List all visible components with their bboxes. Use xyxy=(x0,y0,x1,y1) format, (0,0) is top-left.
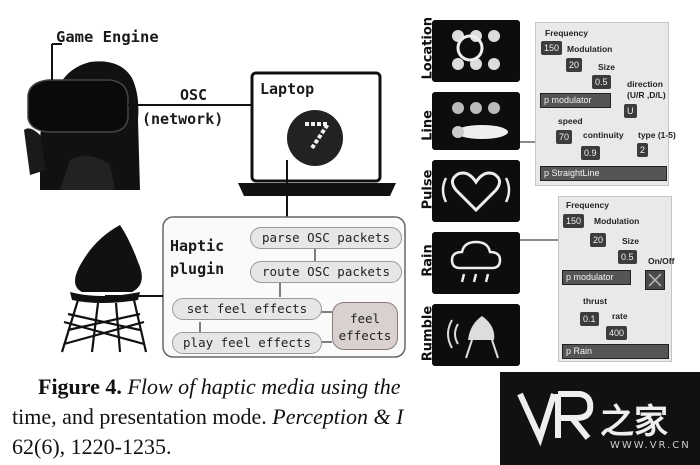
patch1-modulation-value[interactable]: 20 xyxy=(566,58,583,72)
patch1-direction-label: direction xyxy=(627,79,663,89)
haptic-plugin-title: Haptic plugin xyxy=(170,235,224,281)
patch2-rain-object: p Rain xyxy=(562,344,669,359)
pulse-mode-panel xyxy=(432,160,520,222)
figure-caption-line3: 62(6), 1220-1235. xyxy=(12,434,172,459)
patch2-thrust-label: thrust xyxy=(583,296,608,306)
patch2-rate-value[interactable]: 400 xyxy=(606,326,628,340)
patch1-straightline-object: p StraightLine xyxy=(540,166,667,181)
rumble-chair-icon xyxy=(447,316,499,359)
feel-effects-line1: feel xyxy=(349,311,381,326)
rain-mode-panel xyxy=(432,232,520,294)
haptic-plugin-title-line1: Haptic xyxy=(170,237,225,255)
patch2-frequency-label: Frequency xyxy=(566,200,609,210)
vr-user-illustration xyxy=(24,61,140,191)
figure-caption-line1: Figure 4. Flow of haptic media using the xyxy=(38,374,401,400)
patch2-size-label: Size xyxy=(622,236,640,246)
figure-caption-text1: Flow of haptic media using the xyxy=(127,374,401,399)
route-osc-step: route OSC packets xyxy=(250,261,402,283)
line-mode-panel xyxy=(432,92,520,150)
figure-caption-text2a: time, and presentation mode. xyxy=(12,404,267,429)
patch1-type-label: type (1-5) xyxy=(638,130,676,140)
figure-caption-text2b: Perception & I xyxy=(272,404,404,429)
watermark-brand: 之家 xyxy=(600,402,668,442)
patch2-size-value[interactable]: 0.5 xyxy=(618,250,637,264)
patch2-rate-label: rate xyxy=(612,311,628,321)
patch1-type-value[interactable]: 2 xyxy=(637,143,649,157)
heart-icon xyxy=(441,171,511,213)
set-feel-effects-step: set feel effects xyxy=(172,298,322,320)
osc-label: OSC xyxy=(180,86,208,104)
location-dots-icon xyxy=(452,30,500,70)
patch1-size-label: Size xyxy=(598,62,616,72)
patch1-frequency-label: Frequency xyxy=(545,28,588,38)
play-feel-effects-step: play feel effects xyxy=(172,332,322,354)
patch1-direction-value[interactable]: U xyxy=(624,104,637,118)
patch1-continuity-value[interactable]: 0.9 xyxy=(581,146,600,160)
patch1-speed-label: speed xyxy=(558,116,583,126)
laptop-label: Laptop xyxy=(260,80,315,98)
network-label: (network) xyxy=(142,110,224,128)
patch2-modulation-value[interactable]: 20 xyxy=(590,233,607,247)
figure-number: Figure 4. xyxy=(38,374,122,399)
vr-watermark: 之家 WWW.VR.CN xyxy=(500,372,700,465)
game-engine-label: Game Engine xyxy=(56,28,159,46)
patch2-thrust-value[interactable]: 0.1 xyxy=(580,312,599,326)
toggle-x-icon xyxy=(648,273,662,287)
patch2-onoff-toggle[interactable] xyxy=(645,270,665,290)
haptic-plugin-title-line2: plugin xyxy=(170,260,225,278)
patch1-continuity-label: continuity xyxy=(583,130,624,140)
line-dots-icon xyxy=(452,102,508,139)
rumble-mode-panel xyxy=(432,304,520,366)
parse-osc-step: parse OSC packets xyxy=(250,227,402,249)
vr-logo-icon xyxy=(517,391,594,447)
watermark-url: WWW.VR.CN xyxy=(610,440,691,451)
patch2-modulation-label: Modulation xyxy=(594,216,640,226)
location-mode-panel xyxy=(432,20,520,82)
patch1-modulator-object: p modulator xyxy=(540,93,611,108)
patch1-speed-value[interactable]: 70 xyxy=(556,130,573,144)
patch2-onoff-label: On/Off xyxy=(648,256,675,266)
haptic-chair-illustration xyxy=(60,225,148,353)
patch1-frequency-value[interactable]: 150 xyxy=(541,41,563,55)
patch2-modulator-object: p modulator xyxy=(562,270,631,285)
patch2-frequency-value[interactable]: 150 xyxy=(563,214,585,228)
feel-effects-store: feel effects xyxy=(332,302,398,350)
patch1-modulation-label: Modulation xyxy=(567,44,613,54)
laptop-illustration xyxy=(238,71,396,196)
feel-effects-line2: effects xyxy=(338,328,392,343)
figure-caption-line2: time, and presentation mode. Perception … xyxy=(12,404,403,430)
patch1-size-value[interactable]: 0.5 xyxy=(592,75,611,89)
rain-cloud-icon xyxy=(450,240,502,283)
patch1-direction-sub: (U/R ,D/L) xyxy=(627,90,666,100)
